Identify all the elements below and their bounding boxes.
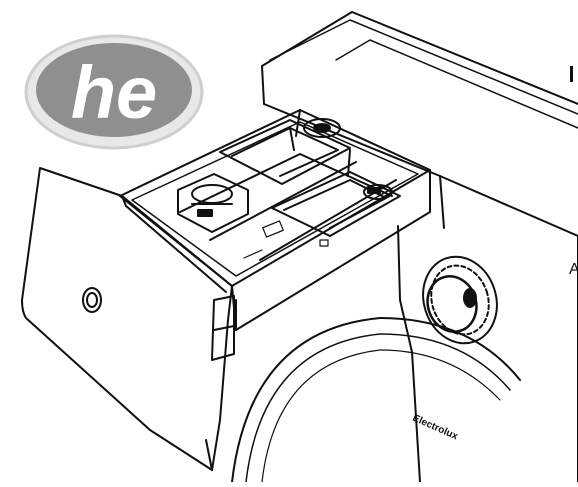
program-knob bbox=[422, 255, 498, 345]
margin-letter: A bbox=[569, 261, 578, 278]
compartment-cap bbox=[303, 118, 341, 138]
compartment-main bbox=[219, 119, 351, 185]
logo-text: he bbox=[71, 51, 157, 134]
margin-marker bbox=[570, 66, 573, 82]
compartment-prewash bbox=[177, 173, 249, 233]
dispenser-drawer bbox=[119, 109, 431, 331]
door-rim bbox=[231, 317, 521, 483]
tray-details bbox=[243, 220, 329, 259]
drawer-button bbox=[82, 287, 102, 313]
compartment-softener bbox=[271, 171, 401, 237]
washer-body bbox=[261, 11, 578, 483]
he-logo: he bbox=[24, 34, 204, 150]
drawer-front-panel bbox=[21, 167, 235, 471]
